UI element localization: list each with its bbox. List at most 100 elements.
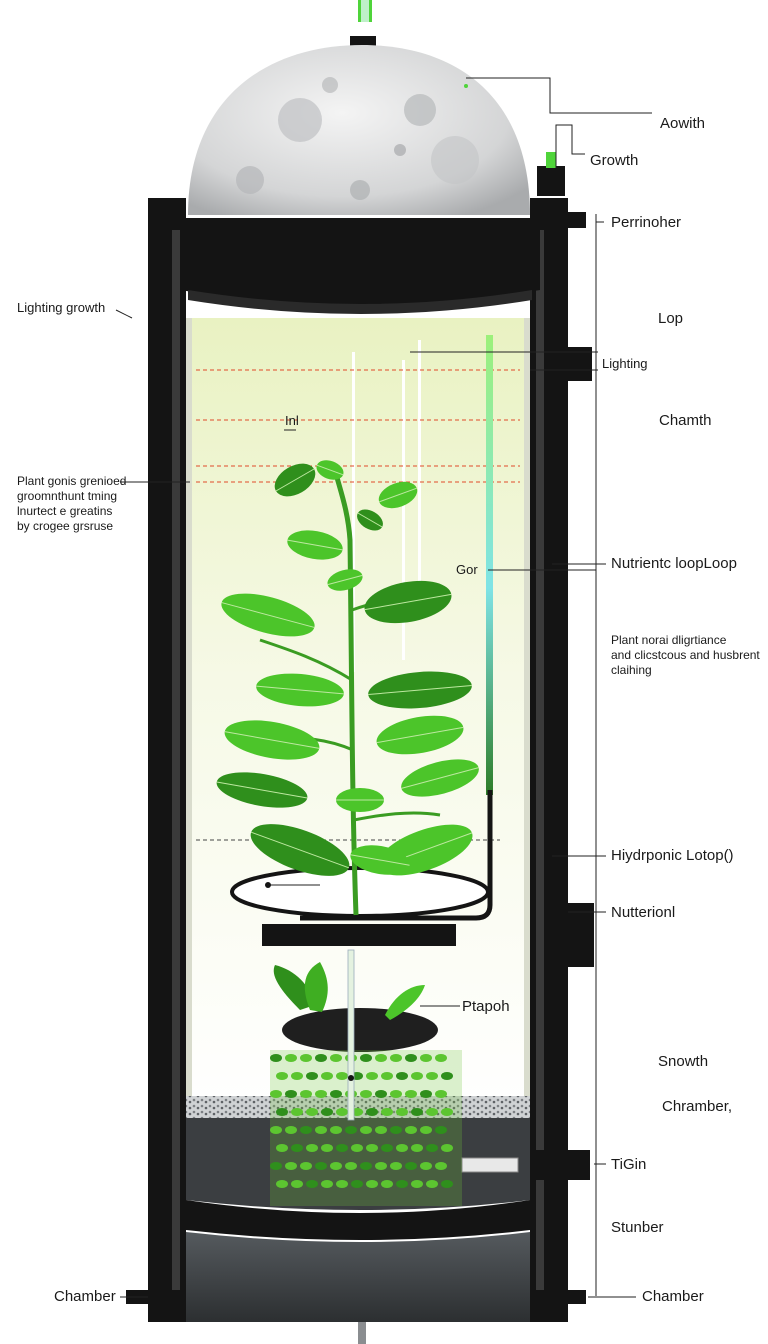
seedling-leaf: [276, 1108, 288, 1116]
seedling-leaf: [411, 1108, 423, 1116]
seedling-leaf: [381, 1072, 393, 1080]
seedling-leaf: [396, 1144, 408, 1152]
seedling-leaf: [435, 1126, 447, 1134]
seedling-leaf: [411, 1072, 423, 1080]
leaf-vein: [364, 593, 452, 611]
seedling-leaf: [276, 1144, 288, 1152]
seedling-leaf: [396, 1108, 408, 1116]
seedling-leaf: [300, 1090, 312, 1098]
seedling-leaf: [390, 1090, 402, 1098]
leaf-vein: [316, 464, 344, 476]
seedling-leaf: [330, 1090, 342, 1098]
central-tube: [347, 949, 355, 1121]
label-lighting: Lighting: [602, 356, 648, 371]
seedling-leaf: [405, 1162, 417, 1170]
seedling-leaf: [276, 1072, 288, 1080]
seedling-leaf: [300, 1126, 312, 1134]
nutrient-pipe-icon: [300, 335, 493, 921]
seedling-leaf: [405, 1126, 417, 1134]
seedling-leaf: [420, 1126, 432, 1134]
seedling-leaf: [381, 1108, 393, 1116]
label-inner: Inl: [285, 413, 299, 428]
seedling-leaf: [405, 1054, 417, 1062]
leaf-vein: [275, 468, 315, 492]
label-gor: Gor: [456, 562, 478, 577]
seedling-leaf: [426, 1108, 438, 1116]
seedling-leaf: [366, 1072, 378, 1080]
seedling-leaf: [441, 1108, 453, 1116]
label-chamber-mid: Chramber,: [662, 1098, 733, 1115]
seedling-leaf: [396, 1180, 408, 1188]
leaf-vein: [287, 539, 343, 551]
leaf-vein: [376, 726, 464, 744]
label-growth: Growth: [590, 152, 639, 169]
seedling-leaf: [360, 1162, 372, 1170]
leaf-vein: [327, 574, 363, 586]
seedling-leaf: [405, 1090, 417, 1098]
soil-pot-icon: [273, 962, 438, 1052]
seedling-leaf: [336, 1072, 348, 1080]
leaf-vein: [357, 512, 383, 528]
label-loop: Lop: [658, 310, 684, 327]
seedling-leaf: [396, 1072, 408, 1080]
plant-tray: [230, 866, 490, 946]
seedling-leaf: [441, 1180, 453, 1188]
seedling-leaf: [435, 1162, 447, 1170]
seedling-leaf: [315, 1162, 327, 1170]
seedling-leaf: [375, 1126, 387, 1134]
seedling-leaf: [285, 1162, 297, 1170]
seedling-leaf: [315, 1054, 327, 1062]
seedling-leaf: [411, 1180, 423, 1188]
seedling-leaf: [360, 1054, 372, 1062]
seedling-leaf: [321, 1072, 333, 1080]
outer-frame: [126, 152, 594, 1322]
seedling-leaf: [360, 1126, 372, 1134]
seedling-leaf: [390, 1054, 402, 1062]
label-tigin: TiGin: [611, 1156, 647, 1173]
seedling-leaf: [270, 1162, 282, 1170]
seedling-leaf: [330, 1126, 342, 1134]
seedling-leaf: [270, 1126, 282, 1134]
seedling-leaf: [375, 1054, 387, 1062]
label-ptapoh: Ptapoh: [462, 998, 510, 1015]
seedling-leaf: [315, 1090, 327, 1098]
label-plant-left-block: Plant gonis grenioed groomnthunt tming l…: [17, 474, 127, 533]
seedling-leaf: [390, 1162, 402, 1170]
seedling-leaf: [435, 1054, 447, 1062]
seedling-leaf: [336, 1108, 348, 1116]
seedling-leaf: [291, 1180, 303, 1188]
plant-icon: [216, 460, 479, 916]
label-perimeter: Perrinoher: [611, 214, 682, 231]
seedling-leaf: [291, 1144, 303, 1152]
label-plant-right-block: Plant norai dligrtiance and clicstcous a…: [611, 633, 760, 677]
seedling-leaf: [315, 1126, 327, 1134]
seedling-leaf: [300, 1162, 312, 1170]
seedling-leaf: [306, 1180, 318, 1188]
seedling-leaf: [270, 1054, 282, 1062]
seedling-leaf: [390, 1126, 402, 1134]
leaf-vein: [216, 781, 308, 799]
leaf-vein: [256, 685, 344, 695]
seedling-leaf: [321, 1108, 333, 1116]
leaf-vein: [224, 731, 320, 749]
seedling-leaf: [426, 1144, 438, 1152]
seedling-leaf: [285, 1054, 297, 1062]
seedlings-tray-icon: [270, 1050, 462, 1206]
leaf-vein: [221, 602, 315, 628]
seedling-leaf: [345, 1162, 357, 1170]
seedling-leaf: [360, 1090, 372, 1098]
seedling-leaf: [285, 1126, 297, 1134]
seedling-leaf: [375, 1090, 387, 1098]
seedling-leaf: [426, 1180, 438, 1188]
seedling-leaf: [381, 1180, 393, 1188]
seedling-leaf: [291, 1108, 303, 1116]
label-chamber-top: Chamth: [659, 412, 712, 429]
seedling-leaf: [291, 1072, 303, 1080]
leaf-vein: [368, 684, 472, 696]
leaf-vein: [250, 831, 350, 869]
leaf-vein: [350, 854, 410, 866]
label-snowth: Snowth: [658, 1053, 709, 1070]
seedling-leaf: [441, 1144, 453, 1152]
leader-lines: [115, 77, 652, 1298]
